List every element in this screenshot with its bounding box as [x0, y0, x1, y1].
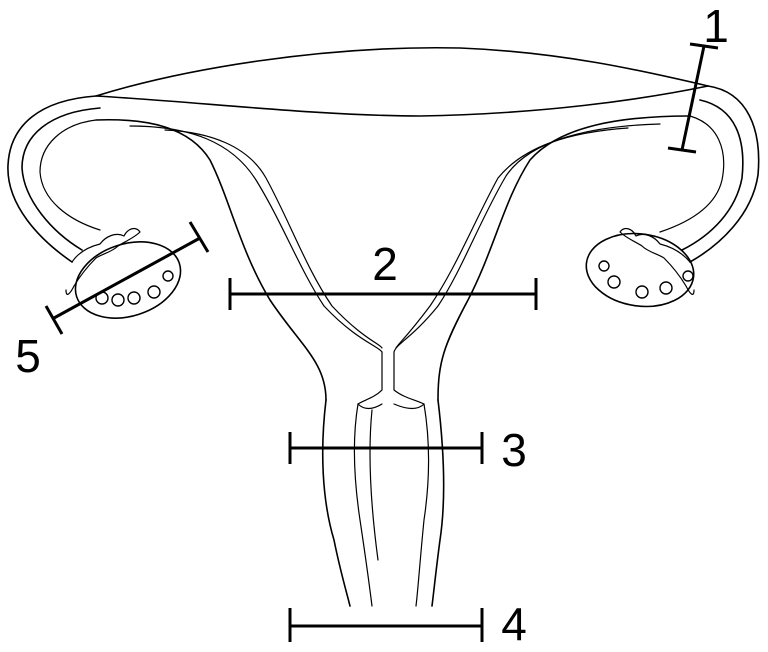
- uterine-cavity-left-wall: [129, 125, 383, 353]
- label-1: 1: [703, 0, 729, 52]
- left-fallopian-tube-lumen: [39, 119, 101, 231]
- marker-1: [667, 42, 719, 154]
- vagina-middle-line: [369, 409, 379, 561]
- uterus-body-left-wall: [95, 118, 327, 401]
- right-fimbriae: [619, 227, 695, 295]
- right-ovary-follicle-1: [598, 260, 610, 272]
- marker-2: [228, 278, 538, 310]
- marker-5: [44, 221, 210, 335]
- cervix-left-wall: [321, 399, 351, 607]
- uterus-body-right-wall: [437, 115, 691, 401]
- left-ovary-follicle-5: [162, 270, 174, 282]
- uterine-cavity-left-wall-inner: [164, 129, 383, 349]
- left-fallopian-tube-inner: [21, 107, 101, 251]
- vagina-right-wall: [415, 403, 430, 607]
- cervix-right-wall: [431, 399, 445, 607]
- marker-3: [288, 432, 484, 464]
- right-ovary-follicle-3: [635, 285, 649, 299]
- label-5: 5: [15, 330, 41, 382]
- right-fallopian-tube-outer: [689, 85, 760, 263]
- right-ovary: [585, 232, 695, 308]
- label-3: 3: [501, 424, 527, 476]
- uterine-cavity-right-wall: [393, 123, 661, 353]
- uterine-cavity-right-wall-inner: [395, 127, 629, 349]
- right-ovary-follicle-2: [607, 275, 621, 289]
- left-ovary: [74, 241, 182, 319]
- label-4: 4: [501, 598, 527, 650]
- uterine-fundus-outline: [95, 46, 709, 97]
- left-ovary-follicle-2: [111, 293, 125, 307]
- right-ovary-follicle-4: [659, 281, 673, 295]
- right-fallopian-tube-inner: [681, 99, 744, 251]
- left-fallopian-tube-outer: [7, 95, 97, 263]
- right-ovary-follicle-5: [682, 270, 694, 282]
- marker-4: [288, 608, 484, 642]
- left-fimbriae: [65, 227, 141, 295]
- uterine-fundus-lower-outline: [95, 85, 709, 117]
- left-ovary-follicle-4: [147, 285, 161, 299]
- cervical-canal-left: [357, 351, 383, 410]
- vagina-left-wall: [353, 403, 373, 607]
- right-fallopian-tube-lumen: [659, 115, 725, 233]
- label-2: 2: [372, 238, 398, 290]
- cervical-canal-right: [393, 351, 425, 410]
- left-ovary-follicle-3: [127, 291, 141, 305]
